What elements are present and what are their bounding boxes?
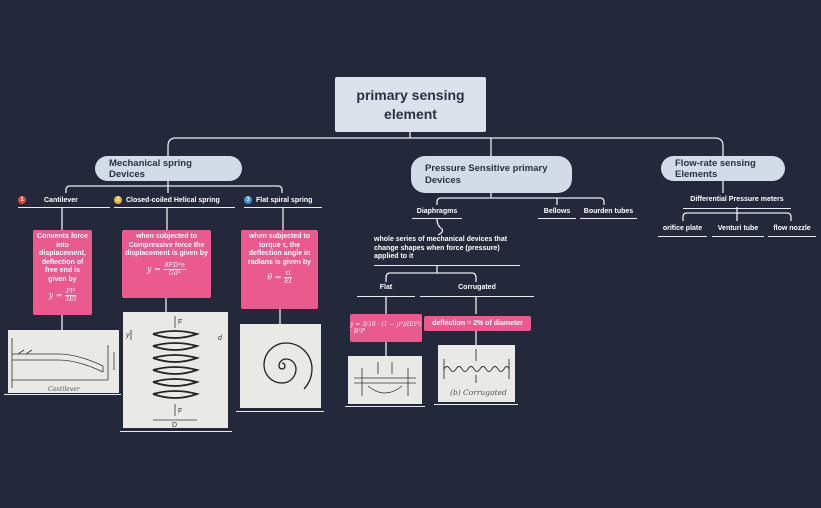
item-venturi-tube[interactable]: Venturi tube <box>712 225 764 237</box>
formula-lhs: y = <box>48 290 63 300</box>
item-flow-nozzle[interactable]: flow nozzle <box>768 225 816 237</box>
divider <box>434 404 518 405</box>
helical-desc-text: when subjected to Compressive force the … <box>125 233 208 257</box>
formula-lhs: y = <box>147 264 161 273</box>
item-flat-spiral-spring[interactable]: 3 Flat spiral spring <box>244 196 322 208</box>
item-orifice-plate[interactable]: orifice plate <box>658 225 707 237</box>
helical-spring-drawing: F F y d D <box>125 316 223 429</box>
flat-label: Flat <box>379 284 393 291</box>
helical-spring-image: F F y d D <box>123 312 228 429</box>
formula-denominator: Gd⁴ <box>168 268 181 277</box>
branch-mechanical[interactable]: Mechanical spring Devices <box>95 156 242 181</box>
formula-denominator: EI <box>284 277 292 285</box>
diaphragm-note-text: whole series of mechanical devices that … <box>374 236 508 260</box>
D-label: D <box>172 422 177 428</box>
branch-pressure[interactable]: Pressure Sensitive primary Devices <box>411 156 572 193</box>
corrugated-caption: (b) Corrugated <box>450 388 507 397</box>
flat-spiral-label: Flat spiral spring <box>256 196 313 204</box>
flat-formula: y = 3/16 · (1 − μ²)/(Et³) · R⁴P <box>350 321 421 335</box>
flat-diaphragm-image <box>348 356 422 404</box>
root-node[interactable]: primary sensing element <box>335 77 486 132</box>
venturi-tube-label: Venturi tube <box>717 225 759 232</box>
bellows-label: Bellows <box>543 208 571 215</box>
item-bourden-tubes[interactable]: Bourden tubes <box>580 208 637 219</box>
cantilever-description: Convents force into displacement, deflec… <box>33 230 92 315</box>
formula-numerator: τl <box>283 269 292 278</box>
spiral-description: when subjected to torque τ, the deflecti… <box>241 230 318 309</box>
helical-description: when subjected to Compressive force the … <box>122 230 211 298</box>
force-label-bottom: F <box>178 408 182 415</box>
orifice-plate-label: orifice plate <box>662 225 703 232</box>
differential-pressure-label: Differential Pressure meters <box>690 196 784 203</box>
branch-pressure-label: Pressure Sensitive primary Devices <box>425 162 548 186</box>
helical-spring-label: Closed-coiled Helical spring <box>126 196 220 204</box>
item-cantilever[interactable]: 1 Cantilever <box>18 196 110 208</box>
number-badge-1: 1 <box>18 196 26 204</box>
item-differential-pressure-meters[interactable]: Differential Pressure meters <box>683 196 791 209</box>
item-bellows[interactable]: Bellows <box>538 208 576 219</box>
spiral-spring-image <box>240 324 321 408</box>
number-badge-2: 2 <box>114 196 122 204</box>
bourden-tubes-label: Bourden tubes <box>583 208 634 215</box>
corrugated-diaphragm-drawing: (b) Corrugated <box>443 349 510 397</box>
formula-denominator: 3EI <box>64 295 77 303</box>
corrugated-note-box: deflection = 2% of diameter <box>424 316 531 331</box>
flat-diaphragm-drawing <box>354 362 416 396</box>
d-label: d <box>218 335 223 342</box>
cantilever-image: Cantilever <box>8 330 119 393</box>
diaphragm-note: whole series of mechanical devices that … <box>374 236 520 266</box>
item-flat[interactable]: Flat <box>357 284 415 297</box>
divider <box>120 431 232 432</box>
spiral-desc-text: when subjected to torque τ, the deflecti… <box>247 233 312 266</box>
force-label-top: F <box>178 319 182 326</box>
formula-numerator: Fl³ <box>64 287 77 296</box>
corrugated-diaphragm-image: (b) Corrugated <box>438 345 515 402</box>
branch-mechanical-label: Mechanical spring Devices <box>109 157 192 180</box>
branch-flow-label: Flow-rate sensing Elements <box>675 157 756 180</box>
cantilever-caption: Cantilever <box>48 386 81 393</box>
divider <box>236 411 324 412</box>
item-helical-spring[interactable]: 2 Closed-coiled Helical spring <box>114 196 235 208</box>
spiral-spring-drawing <box>263 342 313 390</box>
root-label: primary sensing element <box>356 86 465 122</box>
cantilever-desc-text: Convents force into displacement, deflec… <box>37 233 88 283</box>
item-corrugated[interactable]: Corrugated <box>420 284 534 297</box>
divider <box>345 406 425 407</box>
y-label: y <box>125 332 130 339</box>
flat-formula-box: y = 3/16 · (1 − μ²)/(Et³) · R⁴P <box>350 314 422 342</box>
branch-flow[interactable]: Flow-rate sensing Elements <box>661 156 785 181</box>
corrugated-note: deflection = 2% of diameter <box>432 320 523 327</box>
cantilever-drawing: Cantilever <box>11 338 115 393</box>
number-badge-3: 3 <box>244 196 252 204</box>
formula-lhs: θ = <box>267 272 282 282</box>
item-diaphragms[interactable]: Diaphragms <box>412 208 462 219</box>
corrugated-label: Corrugated <box>458 284 496 291</box>
divider <box>4 394 121 395</box>
diaphragms-label: Diaphragms <box>416 208 458 215</box>
flow-nozzle-label: flow nozzle <box>773 225 811 232</box>
cantilever-label: Cantilever <box>44 196 78 204</box>
formula-numerator: 8FD³n <box>163 260 186 270</box>
